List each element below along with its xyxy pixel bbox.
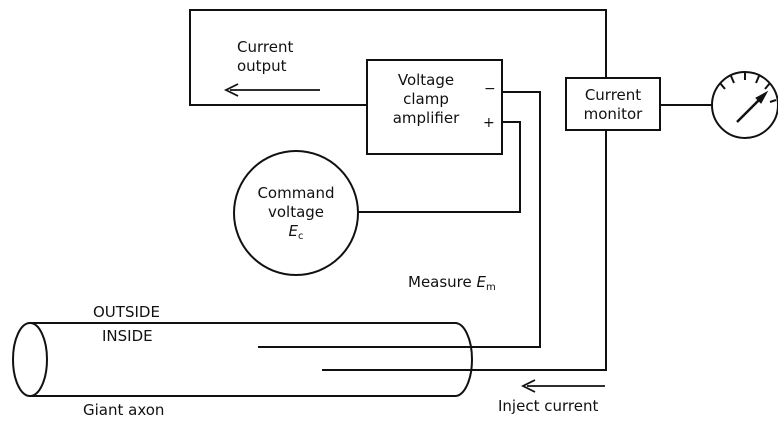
amplifier-line2: clamp [403,90,449,108]
measure-text: Measure [408,273,472,291]
monitor-line2: monitor [583,105,643,123]
ec-subscript: c [297,231,304,242]
amplifier-box [366,59,503,155]
current-output-line2: output [237,57,287,75]
command-voltage-circle [233,150,359,276]
meter-icon [711,71,778,139]
monitor-line1: Current [584,86,642,104]
current-output-line1: Current [237,38,294,56]
current-monitor-box [565,77,661,131]
command-voltage-label: Command voltage Ec [236,184,356,246]
em-subscript: m [486,282,496,293]
current-output-arrow [223,83,320,97]
amplifier-label: Voltage clamp amplifier [369,71,483,128]
current-output-label: Current output [237,38,293,76]
minus-sign: − [484,81,496,97]
command-line2: voltage [267,203,325,221]
ec-symbol: E [288,222,298,240]
outside-label: OUTSIDE [93,303,160,321]
axon-cylinder [12,322,473,397]
amplifier-line1: Voltage [397,71,455,89]
axon-label: Giant axon [83,401,165,419]
inside-label: INSIDE [102,327,153,345]
inject-current-arrow [520,379,605,393]
inject-wire [322,130,607,371]
inject-current-label: Inject current [498,397,599,415]
output-wire [189,9,607,106]
command-wire [358,121,521,213]
measure-label: Measure Em [408,273,496,297]
monitor-label: Current monitor [566,86,660,124]
amplifier-line3: amplifier [392,109,460,127]
plus-sign: + [483,115,495,131]
em-symbol: E [476,273,487,291]
command-line1: Command [257,184,335,202]
measure-wire [258,91,541,348]
